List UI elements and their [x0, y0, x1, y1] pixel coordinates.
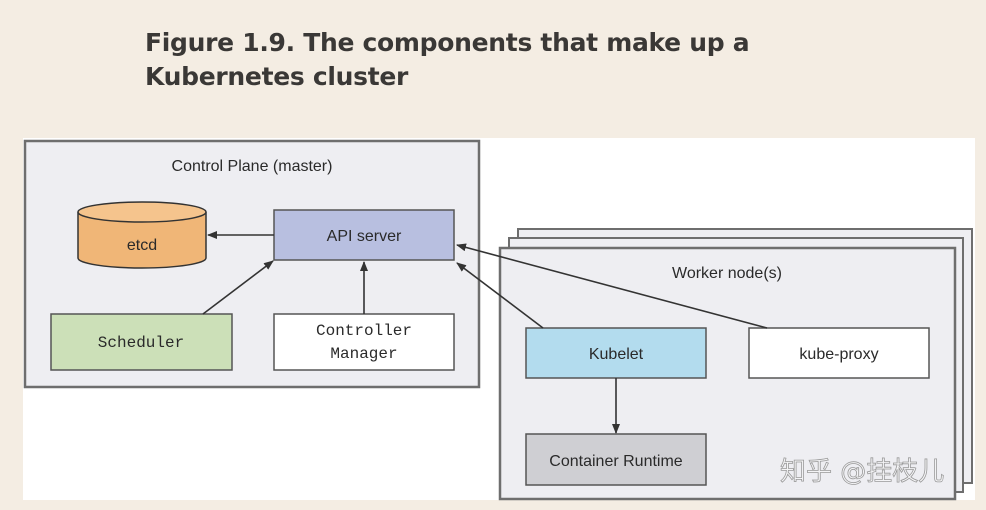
figure-title: Figure 1.9. The components that make up … — [145, 26, 845, 94]
controller-manager-node: Controller Manager — [273, 313, 455, 371]
kubelet-node: Kubelet — [525, 327, 707, 379]
figure-title-line2: Kubernetes cluster — [145, 62, 409, 91]
kube-proxy-label: kube-proxy — [799, 346, 878, 363]
figure-title-line1: Figure 1.9. The components that make up … — [145, 28, 750, 57]
control-plane-label: Control Plane (master) — [172, 158, 333, 175]
etcd-node: etcd — [77, 201, 207, 269]
api-server-label: API server — [327, 228, 402, 245]
container-runtime-node: Container Runtime — [525, 433, 707, 486]
edge-kubeproxy-to-api — [456, 243, 768, 329]
kubelet-label: Kubelet — [589, 346, 644, 363]
etcd-label: etcd — [127, 237, 157, 254]
edge-scheduler-to-api — [202, 260, 274, 315]
container-runtime-label: Container Runtime — [549, 453, 683, 470]
watermark: 知乎 @挂枝儿 — [780, 457, 944, 487]
scheduler-label: Scheduler — [98, 334, 184, 352]
api-server-node: API server — [273, 209, 455, 261]
scheduler-node: Scheduler — [50, 313, 233, 371]
kube-proxy-node: kube-proxy — [748, 327, 930, 379]
worker-node-label: Worker node(s) — [672, 265, 782, 282]
controller-manager-label-line2: Manager — [330, 345, 397, 363]
edge-kubelet-to-api — [456, 262, 544, 329]
controller-manager-label-line1: Controller — [316, 322, 412, 340]
